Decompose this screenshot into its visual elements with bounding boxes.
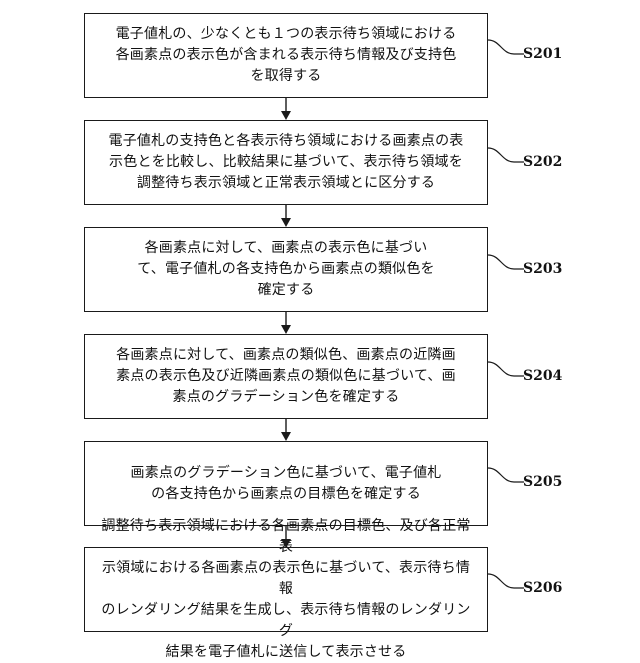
- step-box-s204: 各画素点に対して、画素点の類似色、画素点の近隣画 素点の表示色及び近隣画素点の類…: [84, 334, 488, 419]
- step-line: 各画素点の表示色が含まれる表示待ち情報及び支持色: [116, 47, 457, 63]
- step-line: 電子値札の、少なくとも１つの表示待ち領域における: [116, 26, 457, 42]
- step-label-s205: S205: [523, 473, 562, 491]
- step-box-s203: 各画素点に対して、画素点の表示色に基づい て、電子値札の各支持色から画素点の類似…: [84, 227, 488, 312]
- step-box-s201: 電子値札の、少なくとも１つの表示待ち領域における 各画素点の表示色が含まれる表示…: [84, 13, 488, 98]
- step-line: 素点の表示色及び近隣画素点の類似色に基づいて、画: [116, 368, 456, 384]
- down-arrow-icon: [280, 205, 292, 227]
- step-line: を取得する: [251, 68, 322, 84]
- step-line: て、電子値札の各支持色から画素点の類似色を: [137, 261, 435, 277]
- leader-line: [488, 460, 528, 500]
- down-arrow-icon: [280, 526, 292, 548]
- step-text-s203: 各画素点に対して、画素点の表示色に基づい て、電子値札の各支持色から画素点の類似…: [101, 238, 471, 301]
- step-line: の各支持色から画素点の目標色を確定する: [151, 486, 421, 502]
- step-label-s201: S201: [523, 45, 562, 63]
- step-line: 電子値札の支持色と各表示待ち領域における画素点の表: [109, 133, 464, 149]
- step-box-s202: 電子値札の支持色と各表示待ち領域における画素点の表 示色とを比較し、比較結果に基…: [84, 120, 488, 205]
- step-line: 各画素点に対して、画素点の類似色、画素点の近隣画: [116, 347, 456, 363]
- step-line: 確定する: [258, 282, 315, 298]
- leader-line: [488, 247, 528, 287]
- leader-line: [488, 32, 528, 72]
- step-label-s202: S202: [523, 153, 562, 171]
- leader-line: [488, 354, 528, 394]
- step-line: のレンダリング結果を生成し、表示待ち情報のレンダリング: [101, 602, 470, 639]
- step-label-s206: S206: [523, 579, 562, 597]
- flowchart: 電子値札の、少なくとも１つの表示待ち領域における 各画素点の表示色が含まれる表示…: [0, 0, 640, 640]
- step-text-s205: 画素点のグラデーション色に基づいて、電子値札 の各支持色から画素点の目標色を確定…: [101, 463, 471, 505]
- down-arrow-icon: [280, 419, 292, 441]
- step-label-s203: S203: [523, 260, 562, 278]
- step-line: 素点のグラデーション色を確定する: [173, 389, 400, 405]
- step-text-s202: 電子値札の支持色と各表示待ち領域における画素点の表 示色とを比較し、比較結果に基…: [101, 131, 471, 194]
- step-line: 各画素点に対して、画素点の表示色に基づい: [145, 240, 428, 256]
- step-line: 画素点のグラデーション色に基づいて、電子値札: [131, 465, 442, 481]
- down-arrow-icon: [280, 312, 292, 334]
- step-line: 示色とを比較し、比較結果に基づいて、表示待ち領域を: [109, 154, 463, 170]
- step-line: 示領域における各画素点の表示色に基づいて、表示待ち情報: [102, 560, 470, 597]
- step-line: 結果を電子値札に送信して表示させる: [166, 644, 407, 660]
- step-text-s204: 各画素点に対して、画素点の類似色、画素点の近隣画 素点の表示色及び近隣画素点の類…: [101, 345, 471, 408]
- step-text-s201: 電子値札の、少なくとも１つの表示待ち領域における 各画素点の表示色が含まれる表示…: [101, 24, 471, 87]
- leader-line: [488, 140, 528, 180]
- down-arrow-icon: [280, 98, 292, 120]
- step-line: 調整待ち表示領域と正常表示領域とに区分する: [137, 175, 435, 191]
- step-box-s205: 画素点のグラデーション色に基づいて、電子値札 の各支持色から画素点の目標色を確定…: [84, 441, 488, 526]
- leader-line: [488, 566, 528, 606]
- step-box-s206: 調整待ち表示領域における各画素点の目標色、及び各正常表 示領域における各画素点の…: [84, 547, 488, 632]
- step-label-s204: S204: [523, 367, 562, 385]
